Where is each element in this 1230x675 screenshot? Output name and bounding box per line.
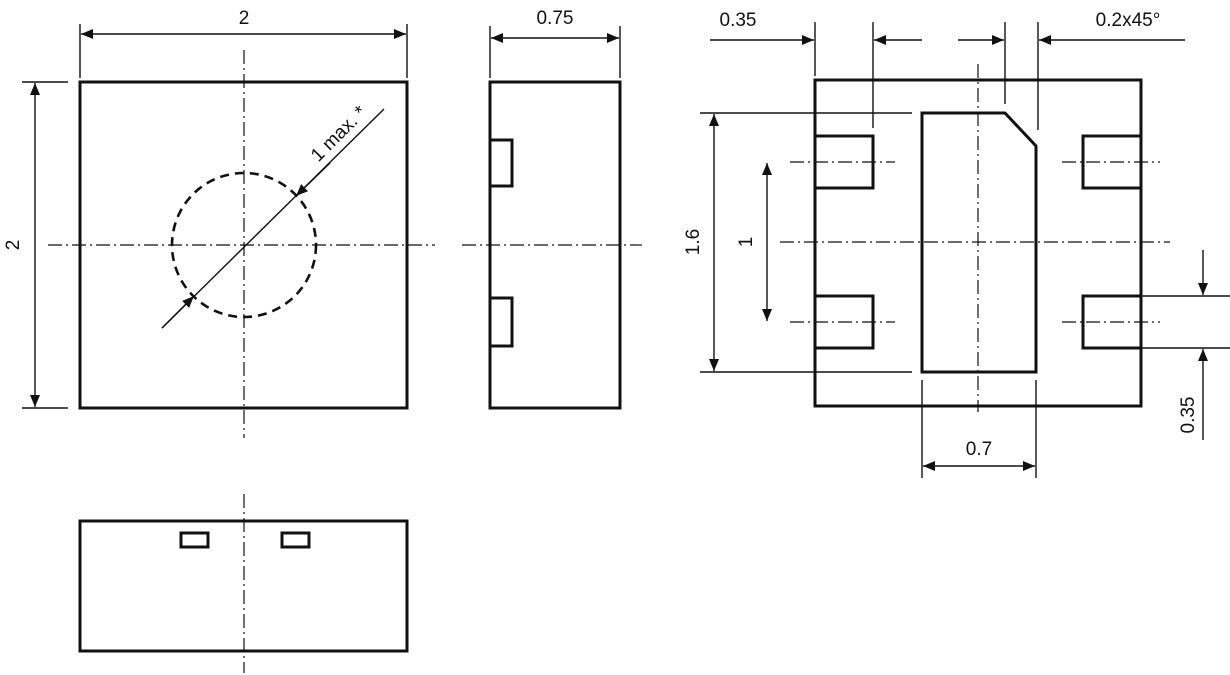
- side-view-pad-upper: [488, 138, 514, 188]
- side-view-pad-lower: [488, 296, 514, 348]
- side-view: 0.75: [462, 8, 642, 410]
- top-view: 2 2 1 max. *: [3, 8, 435, 438]
- front-view-pad-left: [179, 531, 210, 549]
- chamfer-dimension-label: 0.2x45°: [1096, 10, 1161, 31]
- exposed-pad-height-dimension-label: 1.6: [683, 229, 704, 255]
- exposed-pad: [920, 111, 1038, 374]
- thickness-dimension-label: 0.75: [537, 8, 574, 29]
- diameter-leader-line: [161, 108, 385, 329]
- exposed-pad-width-dimension-label: 0.7: [966, 439, 992, 460]
- pad-pitch-dimension-label: 1: [736, 237, 757, 248]
- diameter-dimension-label: 1 max. *: [307, 102, 372, 167]
- height-dimension-label: 2: [3, 240, 24, 251]
- front-view: [78, 494, 409, 673]
- pad-width-dimension-label: 0.35: [720, 10, 757, 31]
- width-dimension-label: 2: [239, 8, 250, 29]
- diameter-arrow-upper: [295, 162, 331, 197]
- pad-height-dimension-label: 0.35: [1178, 397, 1199, 434]
- front-view-pad-right: [280, 531, 311, 549]
- bottom-view: 0.35 0.2x45° 1.6 1 0.35 0.7: [683, 10, 1230, 478]
- marking-area-circle: [170, 171, 318, 319]
- diameter-arrow-lower: [161, 295, 195, 329]
